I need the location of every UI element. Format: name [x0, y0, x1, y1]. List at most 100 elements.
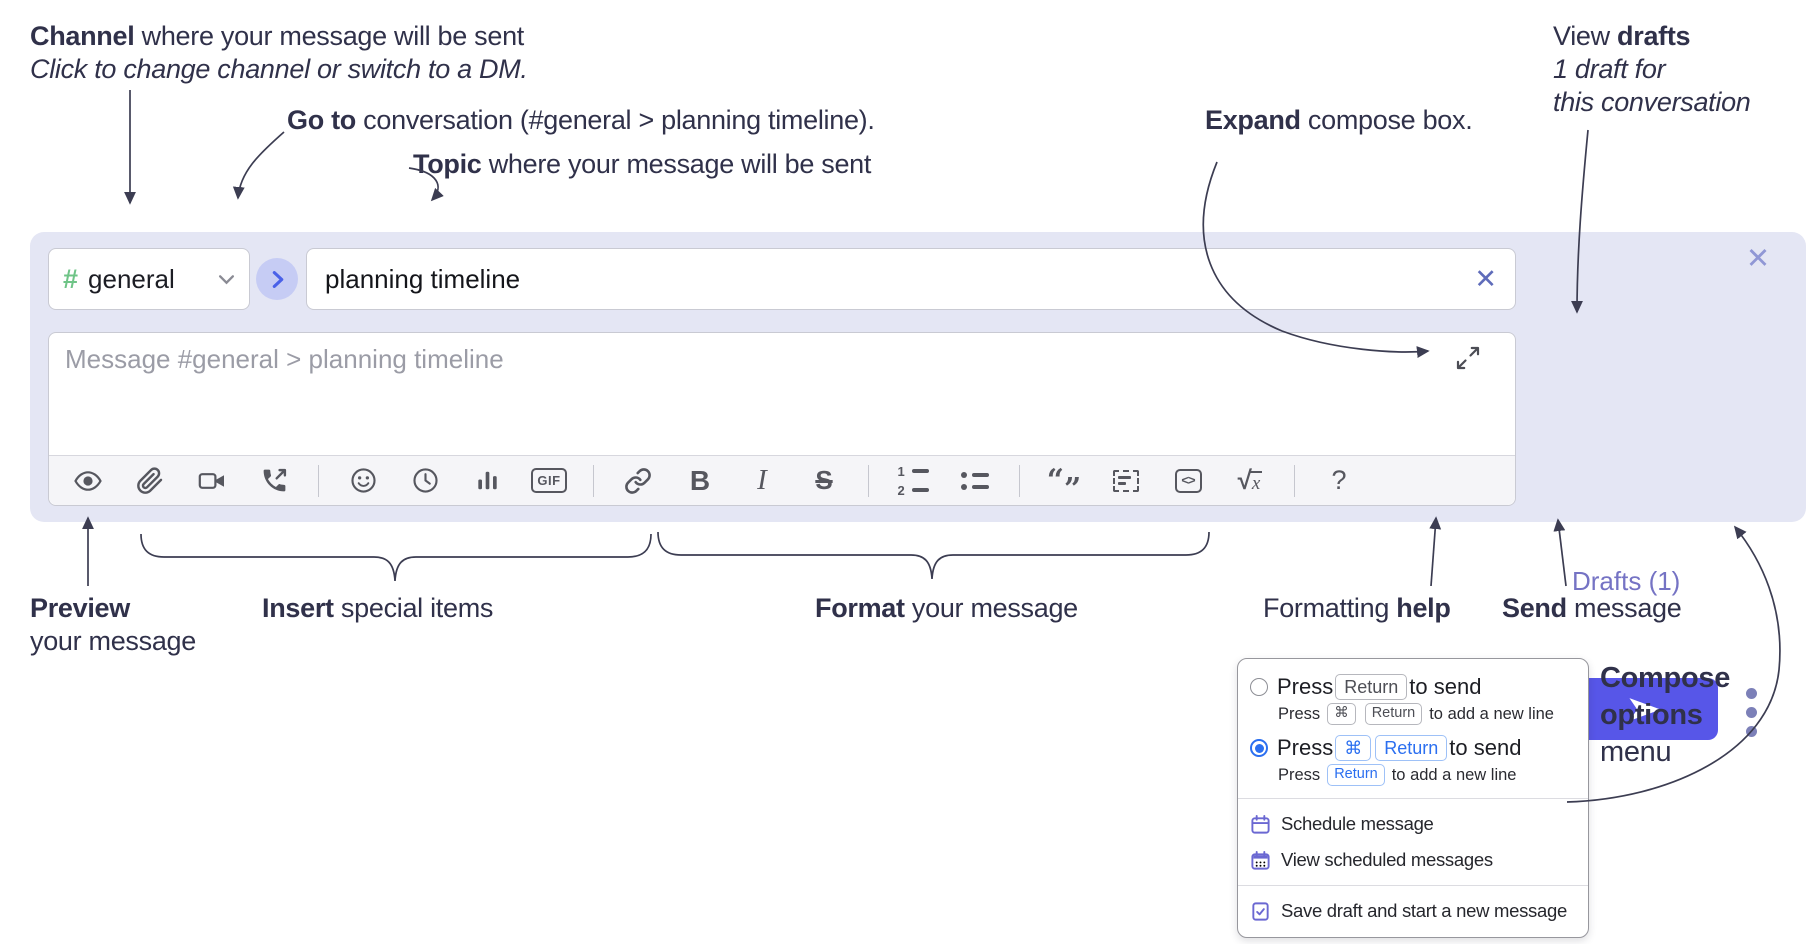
expand-annotation-bold: Expand	[1205, 105, 1301, 135]
compose-toolbar: GIF B I S 1 2	[49, 455, 1515, 505]
channel-hash-icon: #	[63, 263, 79, 294]
keyboard-key: Return	[1335, 673, 1408, 701]
topic-annotation-bold: Topic	[413, 149, 482, 179]
menu-item-schedule-message[interactable]: Schedule message	[1238, 806, 1588, 842]
preview-annotation-bold: Preview	[30, 593, 130, 623]
topic-annotation: Topic where your message will be sent	[413, 148, 871, 181]
draft-note-icon	[1250, 901, 1271, 922]
expand-annotation-rest: compose box.	[1300, 105, 1473, 135]
toolbar-divider	[593, 464, 594, 497]
quote-icon[interactable]: “”	[1046, 462, 1082, 507]
send-annotation: Send message	[1502, 592, 1682, 625]
goto-annotation: Go to conversation (#general > planning …	[287, 104, 875, 137]
compose-options-kebab-icon[interactable]	[1744, 686, 1759, 739]
preview-eye-icon[interactable]	[57, 459, 119, 503]
calendar-grid-icon	[1250, 850, 1271, 871]
toolbar-divider	[1294, 464, 1295, 497]
spoiler-icon[interactable]	[1095, 459, 1157, 503]
close-compose-icon[interactable]: ✕	[1745, 242, 1771, 275]
option-main-text: Press ⌘Return to send	[1277, 734, 1522, 762]
bold-icon[interactable]: B	[669, 459, 731, 503]
insert-annotation-rest: special items	[333, 593, 494, 623]
compose-options-line3: menu	[1600, 736, 1672, 768]
italic-label: I	[757, 464, 767, 496]
toolbar-divider	[868, 464, 869, 497]
bold-label: B	[689, 464, 711, 496]
insert-annotation: Insert special items	[262, 592, 493, 625]
view-drafts-pre: View	[1553, 21, 1618, 51]
formatting-help-bold: help	[1396, 593, 1451, 623]
keyboard-key: ⌘	[1335, 734, 1372, 762]
math-icon[interactable]: √x	[1237, 465, 1263, 495]
code-label: <>	[1181, 472, 1195, 488]
goto-annotation-rest: conversation (#general > planning timeli…	[355, 105, 875, 135]
format-annotation-bold: Format	[815, 593, 905, 623]
topic-annotation-rest: where your message will be sent	[481, 149, 872, 179]
formatting-help-pre: Formatting	[1263, 593, 1397, 623]
toolbar-divider	[318, 464, 319, 497]
channel-annotation-rest: where your message will be sent	[134, 21, 525, 51]
italic-icon[interactable]: I	[731, 459, 793, 503]
channel-selector[interactable]: # general	[48, 248, 250, 310]
message-placeholder: Message #general > planning timeline	[65, 344, 504, 374]
menu-option-cmd-return-to-send[interactable]: Press ⌘Return to send Press Return to ad…	[1238, 730, 1588, 791]
time-clock-icon[interactable]	[394, 459, 456, 503]
strike-label: S	[815, 465, 833, 495]
formatting-help-icon[interactable]: ?	[1308, 459, 1370, 503]
clear-topic-icon[interactable]: ✕	[1474, 263, 1497, 294]
code-icon[interactable]: <>	[1157, 459, 1219, 503]
send-annotation-rest: message	[1566, 593, 1682, 623]
goto-annotation-bold: Go to	[287, 105, 356, 135]
video-call-icon[interactable]	[181, 459, 243, 503]
compose-options-annotation: Compose options menu	[1600, 660, 1730, 771]
emoji-smiley-icon[interactable]	[332, 459, 394, 503]
help-label: ?	[1331, 465, 1347, 495]
menu-item-save-draft-new-message[interactable]: Save draft and start a new message	[1238, 893, 1588, 929]
channel-annotation-line2: Click to change channel or switch to a D…	[30, 54, 528, 84]
gif-label: GIF	[531, 468, 567, 493]
insert-brace	[140, 533, 652, 582]
attach-paperclip-icon[interactable]	[119, 459, 181, 503]
formatting-help-arrow	[1429, 516, 1442, 587]
topic-value: planning timeline	[325, 263, 521, 294]
audio-call-icon[interactable]	[243, 459, 305, 503]
option-sub-text: Press Return to add a new line	[1278, 764, 1517, 786]
menu-divider	[1238, 798, 1588, 799]
calendar-icon	[1250, 814, 1271, 835]
channel-annotation-bold: Channel	[30, 21, 135, 51]
channel-annotation: Channel where your message will be sent …	[30, 20, 528, 86]
message-box[interactable]: Message #general > planning timeline	[48, 332, 1516, 506]
chevron-right-icon	[271, 270, 284, 289]
numbered-list-icon[interactable]: 1 2	[882, 459, 944, 503]
option-main-text: Press Return to send	[1277, 673, 1482, 701]
goto-conversation-button[interactable]	[256, 258, 298, 300]
goto-arrow	[232, 131, 285, 200]
keyboard-key: Return	[1364, 703, 1423, 725]
bulleted-list-icon[interactable]	[944, 459, 1006, 503]
expand-compose-icon[interactable]	[1455, 345, 1481, 371]
radio-unselected-icon[interactable]	[1250, 678, 1268, 696]
keyboard-key: Return	[1327, 764, 1385, 786]
keyboard-key: ⌘	[1327, 703, 1356, 725]
expand-annotation: Expand compose box.	[1205, 104, 1473, 137]
send-annotation-bold: Send	[1502, 593, 1567, 623]
radio-selected-icon[interactable]	[1250, 739, 1268, 757]
preview-annotation: Preview your message	[30, 592, 196, 658]
topic-input[interactable]: planning timeline ✕	[306, 248, 1516, 310]
menu-item-label: Schedule message	[1281, 813, 1434, 834]
insert-annotation-bold: Insert	[262, 593, 334, 623]
poll-chart-icon[interactable]	[456, 459, 518, 503]
gif-icon[interactable]: GIF	[518, 459, 580, 503]
strikethrough-icon[interactable]: S	[793, 459, 855, 503]
link-icon[interactable]	[607, 459, 669, 503]
menu-divider	[1238, 885, 1588, 886]
menu-option-return-to-send[interactable]: Press Return to send Press ⌘Return to ad…	[1238, 669, 1588, 730]
format-annotation-rest: your message	[904, 593, 1078, 623]
compose-options-line1: Compose	[1600, 662, 1731, 694]
formatting-help-annotation: Formatting help	[1263, 592, 1451, 625]
view-drafts-line3: this conversation	[1553, 87, 1751, 117]
toolbar-divider	[1019, 464, 1020, 497]
menu-item-view-scheduled-messages[interactable]: View scheduled messages	[1238, 842, 1588, 878]
view-drafts-bold: drafts	[1617, 21, 1691, 51]
